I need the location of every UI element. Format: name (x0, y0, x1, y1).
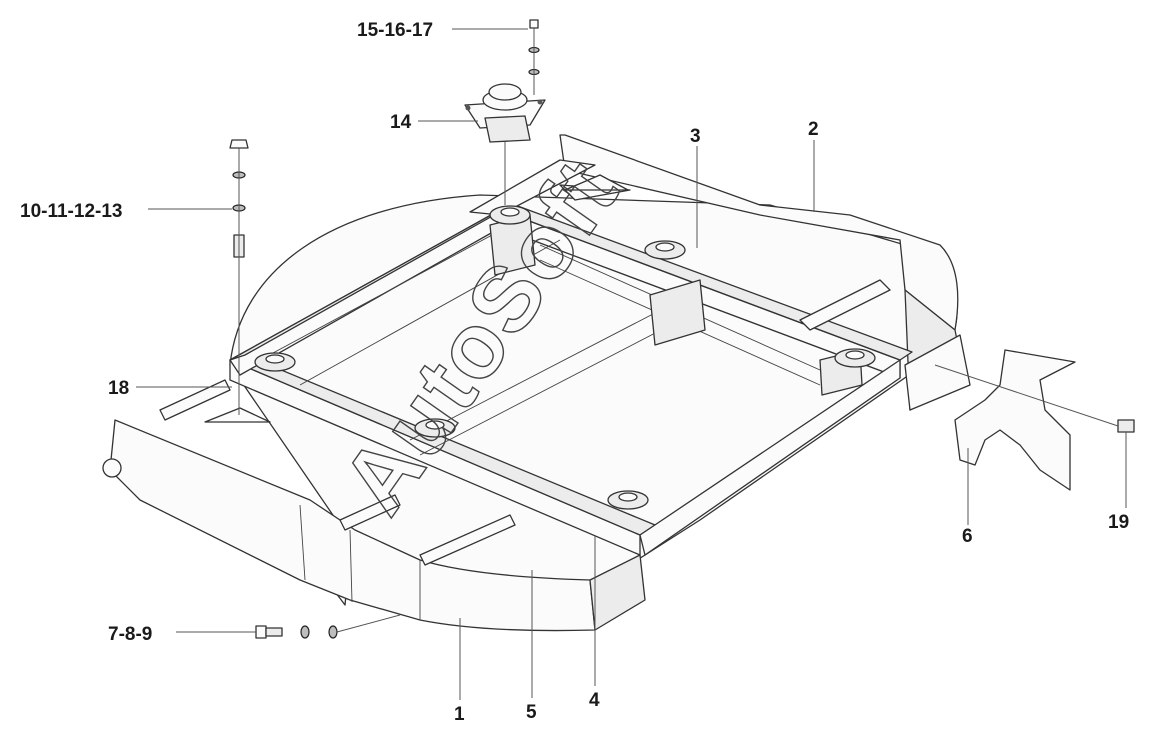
bolt-stack-7-8-9 (255, 614, 401, 639)
mount-2 (644, 240, 686, 260)
callout-10-11-12-13: 10-11-12-13 (20, 201, 122, 222)
bolt-19 (934, 364, 1135, 433)
frame-mounts (254, 205, 876, 510)
callout-15-16-17: 15-16-17 (357, 20, 433, 41)
callout-4: 4 (589, 690, 600, 711)
mount-3 (254, 352, 296, 372)
rear-side-panel (559, 134, 971, 411)
callout-2: 2 (808, 119, 819, 140)
main-frame (159, 159, 913, 566)
mount-5 (834, 348, 876, 368)
callout-6: 6 (962, 526, 973, 547)
callout-3: 3 (690, 126, 701, 147)
callout-18: 18 (108, 378, 129, 399)
callout-7-8-9: 7-8-9 (108, 624, 152, 645)
callout-5: 5 (526, 702, 537, 723)
triangle-brackets (204, 174, 629, 423)
vibration-mount-14 (464, 83, 546, 205)
mount-1 (489, 205, 531, 225)
bracket-6 (954, 349, 1076, 491)
mount-4 (414, 418, 456, 438)
callout-1: 1 (454, 704, 465, 725)
callout-19: 19 (1108, 512, 1129, 533)
callout-14: 14 (390, 112, 412, 133)
mount-6 (607, 490, 649, 510)
bolt-stack-10-11-12-13 (229, 139, 249, 415)
bolt-stack-15-16-17 (528, 19, 540, 95)
callouts: 15-16-17 14 3 2 10-11-12-13 18 6 19 7-8-… (20, 20, 1129, 725)
